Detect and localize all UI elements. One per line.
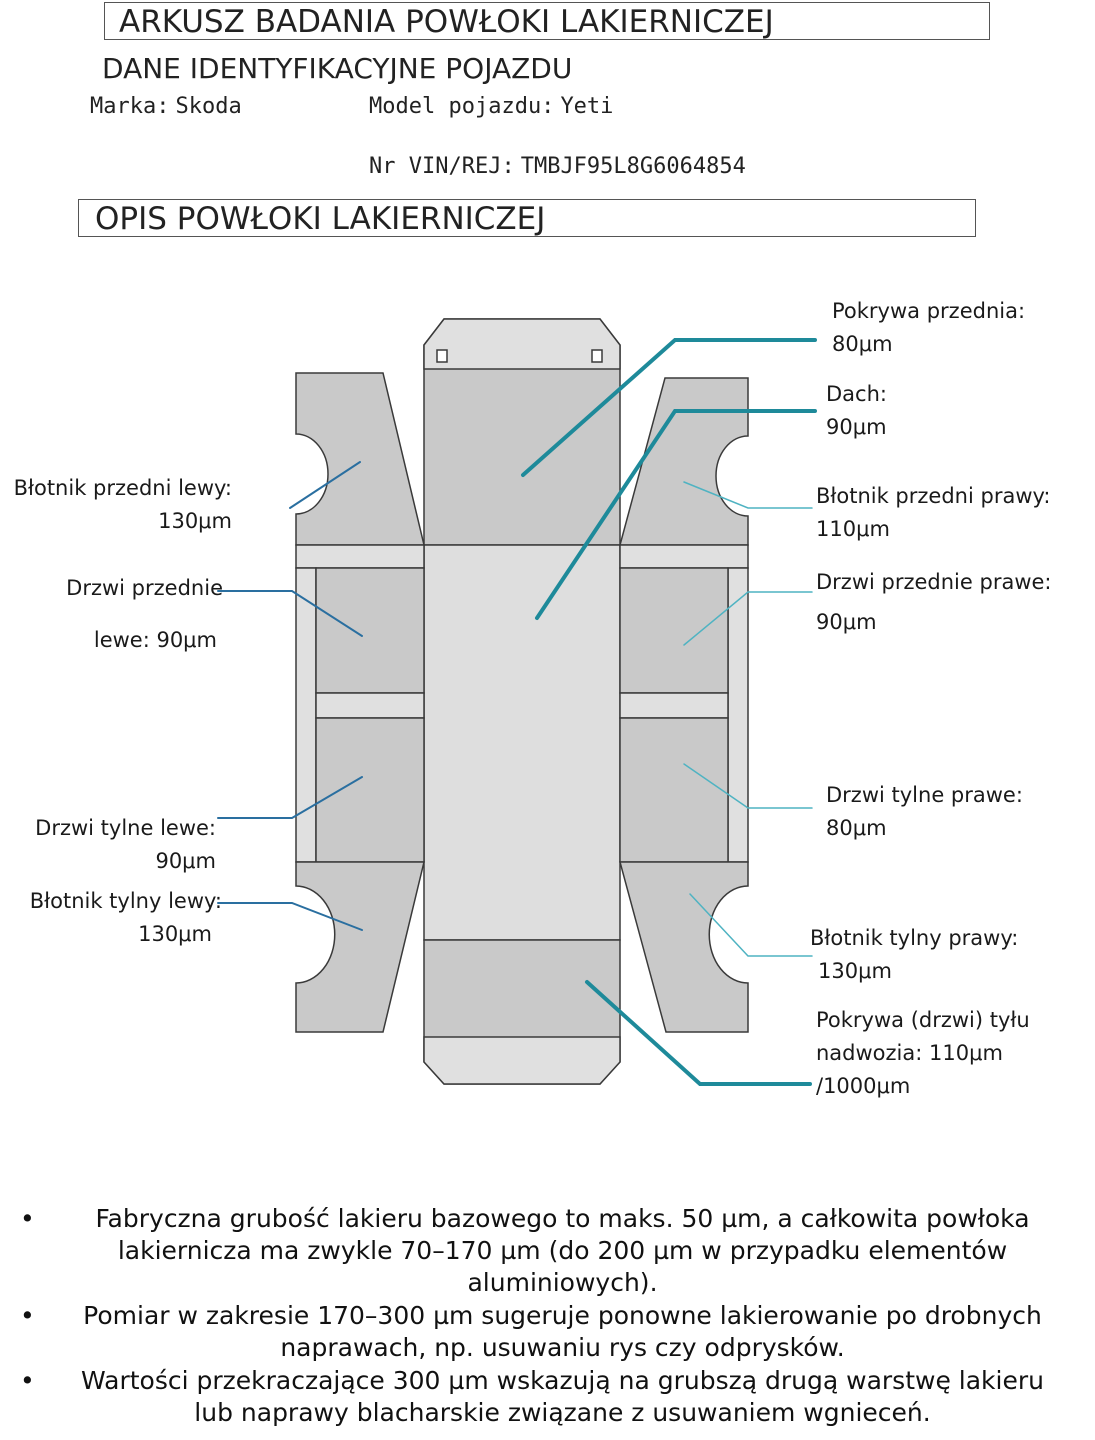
roof-label: Dach: [826, 382, 887, 406]
front-door-left-label: Drzwi przednie [66, 576, 223, 600]
leader-rear-door-right [683, 763, 813, 809]
label-roof: Dach: 90μm [826, 378, 887, 444]
hood-right-vent-icon [591, 349, 603, 363]
make-label: Marka: [90, 94, 170, 119]
rear-door-right-value: 80μm [826, 816, 887, 840]
roof-panel [423, 544, 621, 941]
rear-fender-right-label: Błotnik tylny prawy: [810, 926, 1019, 950]
left-sill-top [295, 544, 425, 569]
model-value: Yeti [560, 94, 614, 119]
note-text: Pomiar w zakresie 170–300 µm sugeruje po… [83, 1301, 1042, 1362]
label-front-fender-left: Błotnik przedni lewy: 130μm [0, 472, 232, 538]
label-front-fender-right: Błotnik przedni prawy: 110μm [816, 480, 1050, 546]
model-label: Model pojazdu: [369, 94, 555, 119]
leader-front-hood [521, 338, 817, 477]
rear-fender-right-panel [619, 861, 749, 1033]
leader-front-door-left [217, 590, 363, 637]
tailgate-label-line2: nadwozia: 110μm [816, 1041, 1003, 1065]
leader-rear-door-left [217, 776, 363, 819]
leader-front-fender-right [683, 481, 813, 509]
front-door-left-panel [315, 567, 425, 694]
front-hood-value: 80μm [832, 332, 893, 356]
hood-top-strip [423, 318, 621, 370]
bullet-icon: • [20, 1301, 35, 1330]
vin-value: TMBJF95L8G6064854 [520, 154, 746, 179]
bullet-icon: • [20, 1204, 35, 1233]
rear-door-left-panel [315, 717, 425, 863]
note-item: • Pomiar w zakresie 170–300 µm sugeruje p… [0, 1300, 1095, 1364]
front-fender-right-panel [619, 377, 749, 546]
vehicle-id-heading: DANE IDENTYFIKACYJNE POJAZDU [102, 52, 573, 85]
rear-door-left-label: Drzwi tylne lewe: [35, 816, 216, 840]
tailgate-label-line1: Pokrywa (drzwi) tyłu [816, 1008, 1030, 1032]
front-door-left-value: lewe: 90μm [93, 628, 217, 652]
rear-fender-left-panel [295, 861, 425, 1033]
label-rear-door-right: Drzwi tylne prawe: 80μm [826, 779, 1023, 845]
vin-row: Nr VIN/REJ:TMBJF95L8G6064854 [369, 154, 746, 179]
front-fender-left-value: 130μm [158, 509, 232, 533]
right-sill-outer [727, 567, 749, 863]
right-pillar-strip [619, 692, 729, 719]
vin-label: Nr VIN/REJ: [369, 154, 515, 179]
leader-front-fender-left [289, 461, 361, 509]
right-sill-top [619, 544, 749, 569]
left-sill-outer [295, 567, 317, 863]
label-rear-fender-left: Błotnik tylny lewy: 130μm [10, 885, 222, 951]
rear-fender-left-value: 130μm [138, 922, 212, 946]
leader-rear-fender-left [217, 902, 363, 931]
label-rear-door-left: Drzwi tylne lewe: 90μm [10, 812, 216, 878]
front-door-right-label: Drzwi przednie prawe: [816, 570, 1052, 594]
front-door-right-value: 90μm [816, 610, 877, 634]
notes-list: • Fabryczna grubość lakieru bazowego to m… [0, 1203, 1095, 1430]
tailgate-bottom-strip [423, 1036, 621, 1085]
front-fender-right-value: 110μm [816, 517, 890, 541]
leader-front-door-right [683, 591, 813, 646]
hood-left-vent-icon [436, 349, 448, 363]
sheet-title: ARKUSZ BADANIA POWŁOKI LAKIERNICZEJ [104, 2, 990, 40]
label-tailgate: Pokrywa (drzwi) tyłu nadwozia: 110μm /10… [816, 1004, 1030, 1103]
label-rear-fender-right: Błotnik tylny prawy: 130μm [810, 922, 1018, 988]
rear-fender-left-label: Błotnik tylny lewy: [29, 889, 222, 913]
note-item: • Fabryczna grubość lakieru bazowego to m… [0, 1203, 1095, 1299]
front-hood-label: Pokrywa przednia: [832, 299, 1026, 323]
leader-tailgate [585, 980, 812, 1086]
left-pillar-strip [315, 692, 425, 719]
note-text: Wartości przekraczające 300 µm wskazują … [81, 1366, 1044, 1427]
rear-door-right-panel [619, 717, 729, 863]
leader-rear-fender-right [689, 893, 813, 957]
leader-roof [535, 409, 817, 620]
tailgate-label-line3: /1000μm [816, 1074, 911, 1098]
label-front-door-right: Drzwi przednie prawe: 90μm [816, 562, 1052, 642]
rear-door-right-label: Drzwi tylne prawe: [826, 783, 1023, 807]
front-fender-right-label: Błotnik przedni prawy: [816, 484, 1051, 508]
make-value: Skoda [175, 94, 242, 119]
note-item: • Wartości przekraczające 300 µm wskazują… [0, 1365, 1095, 1429]
front-fender-left-label: Błotnik przedni lewy: [13, 476, 232, 500]
model-row: Model pojazdu:Yeti [369, 94, 613, 119]
front-fender-left-panel [295, 372, 425, 546]
roof-value: 90μm [826, 415, 887, 439]
rear-door-left-value: 90μm [155, 849, 216, 873]
label-front-door-left: Drzwi przednie lewe: 90μm [57, 562, 223, 666]
rear-fender-right-value: 130μm [818, 959, 892, 983]
paint-description-heading: OPIS POWŁOKI LAKIERNICZEJ [78, 199, 976, 237]
bullet-icon: • [20, 1366, 35, 1395]
note-text: Fabryczna grubość lakieru bazowego to ma… [95, 1204, 1030, 1297]
front-door-right-panel [619, 567, 729, 694]
label-front-hood: Pokrywa przednia: 80μm [832, 295, 1025, 361]
make-row: Marka:Skoda [90, 94, 242, 119]
